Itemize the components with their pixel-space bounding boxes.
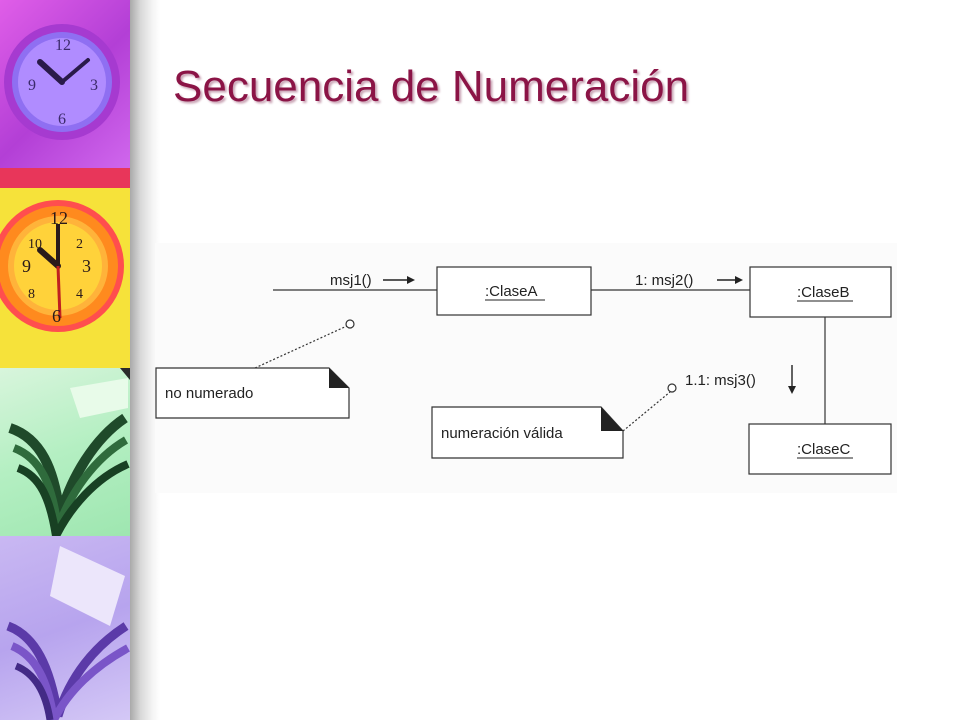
- svg-text:6: 6: [52, 306, 61, 326]
- object-clase-b: [749, 266, 892, 318]
- msj1-arrow-icon: [383, 276, 415, 284]
- lavender-book-image: [0, 536, 130, 720]
- slide-title: Secuencia de Numeración: [173, 62, 690, 111]
- svg-text:10: 10: [28, 237, 42, 252]
- note-no-numerado: [155, 367, 350, 419]
- message-label-msj2: 1: msj2(): [635, 272, 693, 289]
- note-label-no-numerado: no numerado: [165, 385, 253, 402]
- svg-text:9: 9: [28, 77, 36, 94]
- note-label-numeracion-valida: numeración válida: [441, 425, 563, 442]
- object-label-clase-c: :ClaseC: [797, 441, 851, 458]
- svg-text:9: 9: [22, 256, 31, 276]
- green-book-image: [0, 368, 130, 536]
- message-label-msj3: 1.1: msj3(): [685, 372, 756, 389]
- note-anchor-circle-no-numerado: [345, 319, 355, 329]
- svg-text:3: 3: [82, 256, 91, 276]
- message-label-msj1: msj1(): [330, 272, 372, 289]
- svg-text:2: 2: [76, 237, 83, 252]
- object-label-clase-a: :ClaseA: [485, 283, 538, 300]
- svg-text:8: 8: [28, 287, 35, 302]
- object-clase-c: [748, 423, 892, 475]
- note-numeracion-valida: [431, 406, 624, 459]
- msj3-arrow-icon: [788, 365, 796, 394]
- orange-clock-image: 12 9 3 6 10 2 8 4: [0, 188, 130, 368]
- object-label-clase-b: :ClaseB: [797, 284, 850, 301]
- note-anchor-circle-numeracion-valida: [667, 383, 677, 393]
- svg-text:6: 6: [58, 111, 66, 128]
- object-clase-a: [436, 266, 592, 316]
- note-anchor-line-no-numerado: [254, 324, 350, 369]
- purple-clock-image: 12 9 3 6: [0, 0, 130, 188]
- svg-text:3: 3: [90, 77, 98, 94]
- msj2-arrow-icon: [717, 276, 743, 284]
- svg-text:4: 4: [76, 287, 83, 302]
- collaboration-diagram: msj1() :ClaseA 1: msj2() :ClaseB 1.1: ms…: [155, 243, 897, 493]
- svg-text:12: 12: [50, 208, 68, 228]
- svg-text:12: 12: [55, 37, 71, 54]
- decorative-image-strip: 12 9 3 6 12 9 3 6 10 2 8 4: [0, 0, 130, 720]
